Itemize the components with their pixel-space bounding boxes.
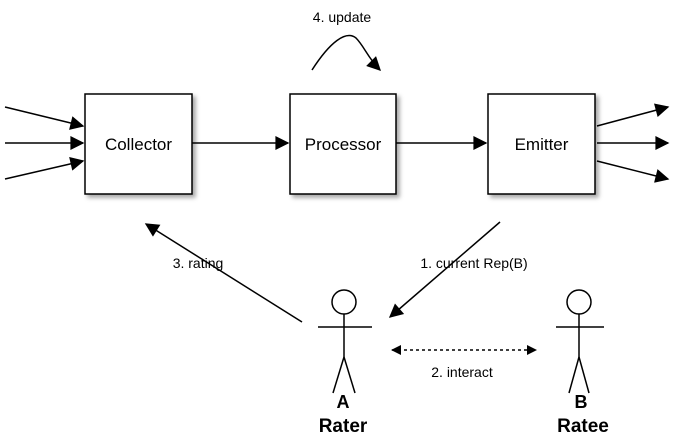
current-rep-arrow	[388, 221, 501, 318]
rater-letter: A	[337, 392, 350, 412]
emitter-label: Emitter	[515, 135, 569, 154]
rating-label: 3. rating	[173, 255, 224, 271]
processor-label: Processor	[305, 135, 382, 154]
processor-node: Processor	[289, 93, 397, 195]
rating-arrow	[144, 223, 303, 323]
collector-label: Collector	[105, 135, 172, 154]
interact-label: 2. interact	[431, 364, 493, 380]
emitter-output-arrows	[596, 103, 670, 183]
ratee-figure	[556, 289, 604, 394]
ratee-head	[566, 289, 592, 315]
update-label: 4. update	[313, 9, 372, 25]
emitter-node: Emitter	[487, 93, 596, 195]
update-loop-arrow	[311, 34, 381, 71]
collector-node: Collector	[84, 93, 193, 195]
rater-figure	[318, 289, 372, 394]
rater-head	[331, 289, 357, 315]
current-rep-label: 1. current Rep(B)	[420, 255, 527, 271]
ratee-role: Ratee	[557, 416, 609, 437]
ratee-letter: B	[575, 392, 588, 412]
rater-role: Rater	[319, 416, 368, 437]
collector-input-arrows	[4, 106, 85, 180]
